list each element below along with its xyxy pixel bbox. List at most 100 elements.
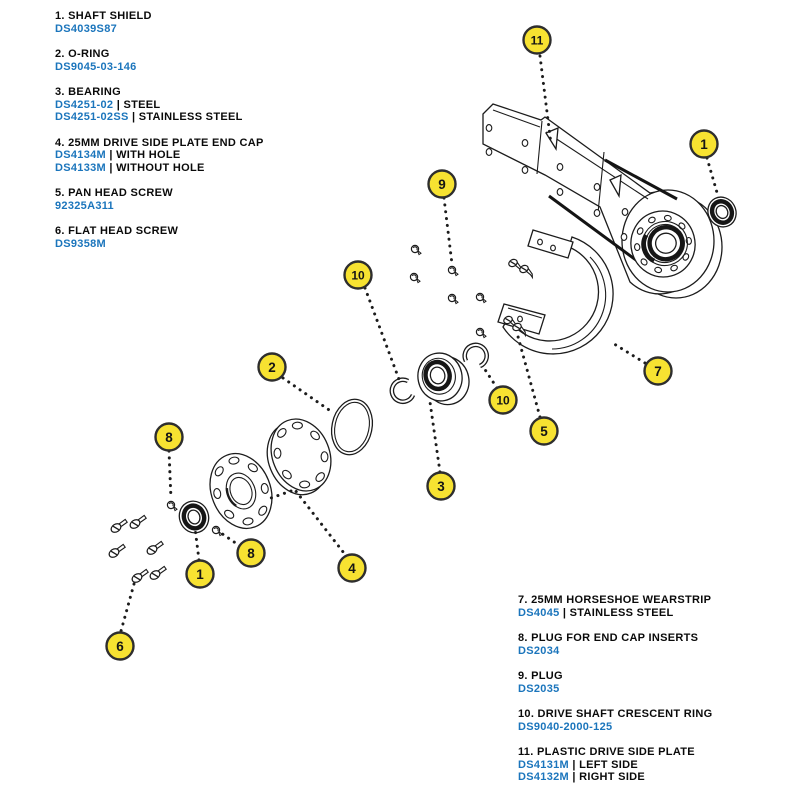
part-title: 9. PLUG [518,670,563,682]
part-title: 10. DRIVE SHAFT CRESCENT RING [518,708,713,720]
part-end-cap-with-hole [209,452,273,530]
plug [447,293,459,305]
part-number: DS2035 [518,682,560,695]
callout-circle [488,385,518,415]
part-title: 3. BEARING [55,86,121,98]
part-shaft-shield-bottom [178,500,210,534]
end-cap-plug [166,500,178,512]
leader-line [293,488,349,559]
bolt-hole [640,258,648,266]
callout-number: 11 [531,34,544,48]
callout-number: 1 [700,137,708,152]
part-code-row: 92325A311 [55,200,264,213]
part-code-row: DS4131M | LEFT SIDE [518,759,713,772]
leader-line [705,156,720,198]
callout-circle [337,553,367,583]
bolt-hole [214,466,224,477]
part-variant-note: | LEFT SIDE [569,758,639,771]
bolt-hole [648,216,656,224]
leader-line [119,582,136,633]
callout-2: 2 [257,352,287,382]
callout-number: 4 [348,561,356,576]
part-plastic-drive-side-plate [482,103,723,299]
callout-circle [343,260,373,290]
part-number: DS4133M [55,161,107,174]
bolt-hole [247,463,258,473]
callout-number: 2 [268,360,276,375]
end-cap-plug [211,525,223,537]
leader-line [219,531,242,548]
bolt-hole [277,428,287,438]
callout-6: 6 [105,631,135,661]
callout-1: 1 [185,559,215,589]
part-variant-note: | STAINLESS STEEL [128,111,243,123]
plate-bearing-boss [630,210,696,278]
plug [475,327,487,339]
callout-number: 9 [438,177,446,192]
leader-line [515,331,542,419]
bolt-hole [260,482,269,494]
bolt-hole [273,447,282,459]
part-code-row: DS4039S87 [55,23,264,36]
part-code-row: DS4132M | RIGHT SIDE [518,771,713,784]
callout-number: 8 [247,546,255,561]
bolt-hole [320,451,329,463]
leader-line [281,376,334,414]
part-crescent-ring-left [389,377,416,405]
part-title: 11. PLASTIC DRIVE SIDE PLATE [518,746,695,758]
part-title: 6. FLAT HEAD SCREW [55,225,179,237]
part-title: 1. SHAFT SHIELD [55,10,152,22]
callout-3: 3 [426,471,456,501]
callout-number: 3 [437,479,445,494]
callout-circle [689,129,719,159]
part-number: DS9040-2000-125 [518,720,613,733]
leader-line [609,340,647,365]
part-crescent-ring-right [462,342,490,369]
part-number: DS9045-03-146 [55,60,137,73]
leader-line [193,526,201,562]
callout-number: 1 [196,567,204,582]
part-variant-note: | WITHOUT HOLE [106,161,205,174]
plug [447,265,459,277]
part-number: DS4132M [518,771,570,783]
flat-head-screw [127,514,147,531]
bolt-hole [654,266,663,274]
part-number: DS4134M [55,149,107,161]
callout-circle [643,356,673,386]
callout-circle [236,538,266,568]
callout-circle [522,25,552,55]
part-end-cap-without-hole [266,418,332,496]
callout-circle [257,352,287,382]
bolt-hole [224,509,235,519]
bolt-hole [634,243,641,252]
bolt-hole [636,227,644,235]
callout-number: 6 [116,639,124,654]
flat-head-screw [129,568,149,585]
plug [409,272,421,284]
part-number: 92325A311 [55,199,114,212]
callout-1: 1 [689,129,719,159]
part-code-row: DS4133M | WITHOUT HOLE [55,162,264,175]
bolt-hole [310,430,320,441]
callout-circle [426,471,456,501]
callout-number: 10 [351,269,365,283]
bolt-hole [670,264,678,272]
callout-circle [105,631,135,661]
callout-number: 8 [165,430,173,445]
part-number: DS9358M [55,237,107,250]
pan-head-screw [517,263,534,279]
callout-9: 9 [427,169,457,199]
callout-10: 10 [488,385,518,415]
part-title: 4. 25MM DRIVE SIDE PLATE END CAP [55,136,264,149]
callout-7: 7 [643,356,673,386]
callout-11: 11 [522,25,552,55]
